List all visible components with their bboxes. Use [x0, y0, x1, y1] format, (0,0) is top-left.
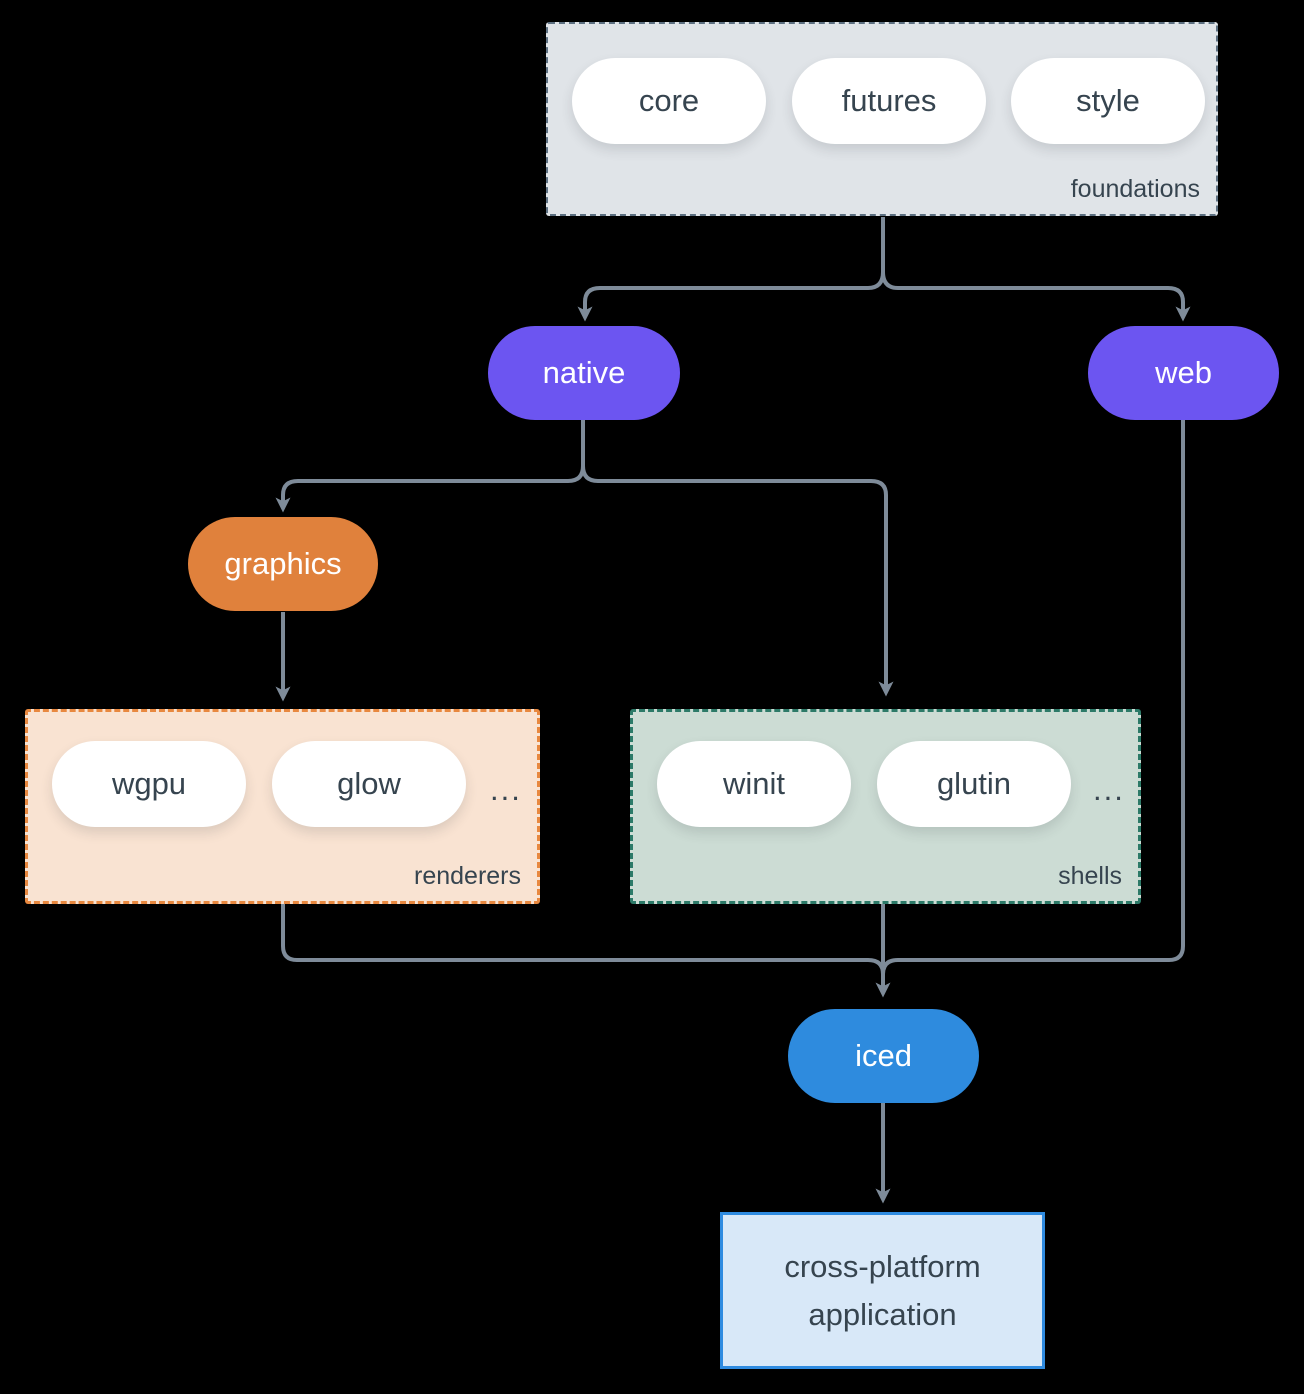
wgpu-pill: wgpu [52, 741, 246, 827]
web-node: web [1088, 326, 1279, 420]
shells-group-box: winit glutin ... shells [630, 709, 1141, 904]
shells-label: shells [1058, 862, 1122, 890]
glow-pill: glow [272, 741, 466, 827]
arrow-foundations-to-web [881, 217, 1191, 322]
futures-pill: futures [792, 58, 986, 144]
winit-pill: winit [657, 741, 851, 827]
application-box: cross-platform application [720, 1212, 1045, 1369]
arrow-foundations-to-native [577, 217, 885, 322]
foundations-label: foundations [1070, 175, 1200, 203]
iced-node: iced [788, 1009, 979, 1103]
arrow-native-to-shells [581, 420, 894, 697]
line-renderers-to-merge [281, 904, 885, 982]
renderers-label: renderers [414, 862, 521, 890]
glutin-pill: glutin [877, 741, 1071, 827]
native-node: native [488, 326, 680, 420]
shells-ellipsis: ... [1093, 772, 1125, 807]
core-pill: core [572, 58, 766, 144]
renderers-group-box: wgpu glow ... renderers [25, 709, 540, 904]
style-pill: style [1011, 58, 1205, 144]
graphics-node: graphics [188, 517, 378, 611]
foundations-group-box: core futures style foundations [546, 22, 1218, 216]
renderers-ellipsis: ... [490, 772, 522, 807]
arrow-native-to-graphics [275, 420, 585, 513]
